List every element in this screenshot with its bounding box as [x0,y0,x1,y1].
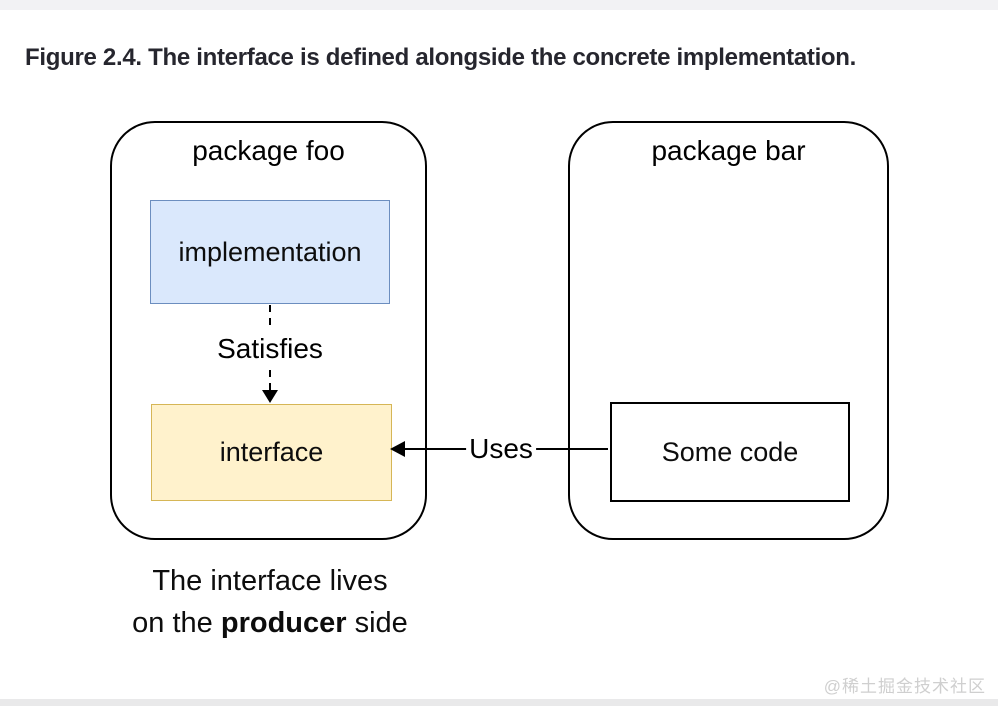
package-foo-label: package foo [192,135,345,166]
caption-producer-bold: producer [220,607,347,639]
interface-box-label: interface [219,437,324,467]
diagram-caption: The interface lives on the producer side [110,560,430,644]
watermark-text: @稀土掘金技术社区 [823,677,986,696]
caption-line2-suffix: side [346,607,408,639]
some-code-box: Some code [610,402,850,502]
implementation-box-label: implementation [178,236,362,267]
figure-title: Figure 2.4. The interface is defined alo… [25,44,857,71]
implementation-box: implementation [150,200,390,304]
caption-line1: The interface lives [152,565,388,597]
package-bar-container: package bar Some code [568,121,889,540]
uses-arrow-label: Uses [466,433,536,465]
arrow-left-icon [390,441,405,457]
caption-line2-prefix: on the [132,607,221,639]
satisfies-arrow-label: Satisfies [211,331,329,367]
interface-box: interface [151,404,392,501]
arrow-down-icon [262,390,278,403]
some-code-box-label: Some code [661,436,799,467]
page-top-strip [0,0,998,10]
package-foo-container: package foo implementation Satisfies int… [110,121,427,540]
package-bar-label: package bar [651,135,806,166]
page-bottom-strip [0,699,998,706]
